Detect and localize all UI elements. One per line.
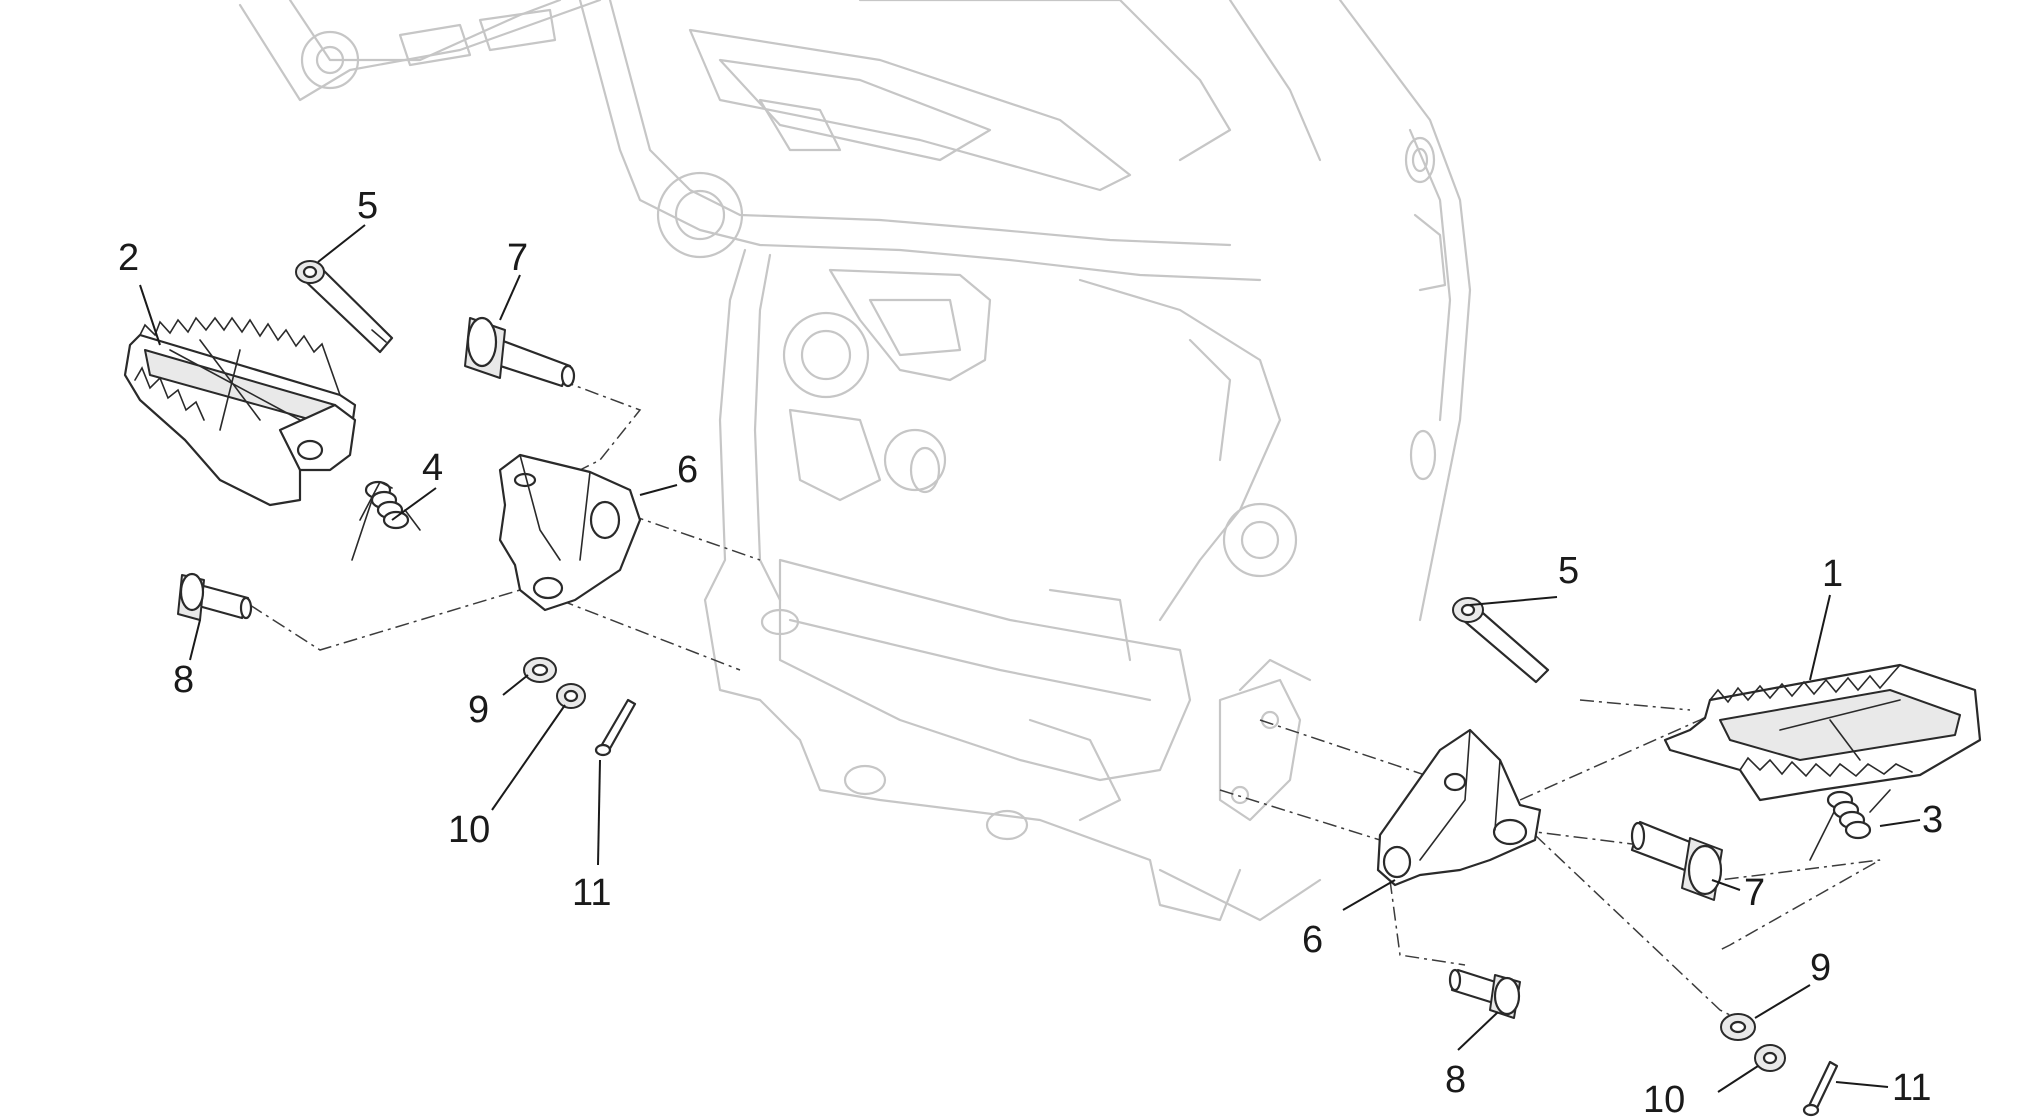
- callout-11-right: 11: [1892, 1067, 1931, 1109]
- callout-labels: 2 5 7 4 6 8 9 10 11 1 5 3 7 6 8 9 10 11: [118, 185, 1943, 1119]
- right-washer-10: [1754, 1044, 1786, 1072]
- right-footpeg: [1663, 663, 1982, 802]
- right-cotter-pin: [1802, 1060, 1839, 1117]
- leader-lines: [139, 224, 1921, 1093]
- callout-9-left: 9: [468, 689, 489, 731]
- callout-7-right: 7: [1744, 872, 1765, 914]
- assembly-lines: [249, 379, 1881, 1021]
- motorcycle-frame: [238, 0, 1472, 922]
- right-pivot-pin: [1452, 597, 1550, 684]
- callout-4: 4: [422, 447, 443, 489]
- callout-5-right: 5: [1558, 550, 1579, 592]
- callout-2: 2: [118, 237, 139, 279]
- left-footpeg: [123, 316, 357, 507]
- left-bolt-8: [177, 572, 253, 621]
- left-washer-9: [523, 657, 557, 683]
- callout-1: 1: [1822, 553, 1843, 595]
- left-washer-10: [556, 683, 586, 709]
- left-pivot-pin: [295, 260, 394, 354]
- left-cotter-pin: [594, 698, 637, 757]
- callout-7-left: 7: [507, 237, 528, 279]
- right-washer-9: [1720, 1013, 1756, 1041]
- callout-9-right: 9: [1810, 947, 1831, 989]
- callout-8-left: 8: [173, 659, 194, 701]
- right-bolt-7: [1630, 820, 1723, 901]
- callout-6-left: 6: [677, 449, 698, 491]
- callout-5-left: 5: [357, 185, 378, 227]
- left-footpeg-bracket: [498, 453, 642, 612]
- callout-3: 3: [1922, 799, 1943, 841]
- callout-11-left: 11: [572, 872, 611, 914]
- left-bolt-7: [464, 316, 576, 388]
- right-spring: [1809, 789, 1891, 861]
- callout-8-right: 8: [1445, 1059, 1466, 1101]
- callout-10-right: 10: [1643, 1079, 1685, 1119]
- right-bolt-8: [1448, 968, 1521, 1019]
- right-footpeg-bracket: [1376, 728, 1542, 887]
- left-spring: [351, 480, 421, 561]
- callout-10-left: 10: [448, 809, 490, 851]
- callout-6-right: 6: [1302, 919, 1323, 961]
